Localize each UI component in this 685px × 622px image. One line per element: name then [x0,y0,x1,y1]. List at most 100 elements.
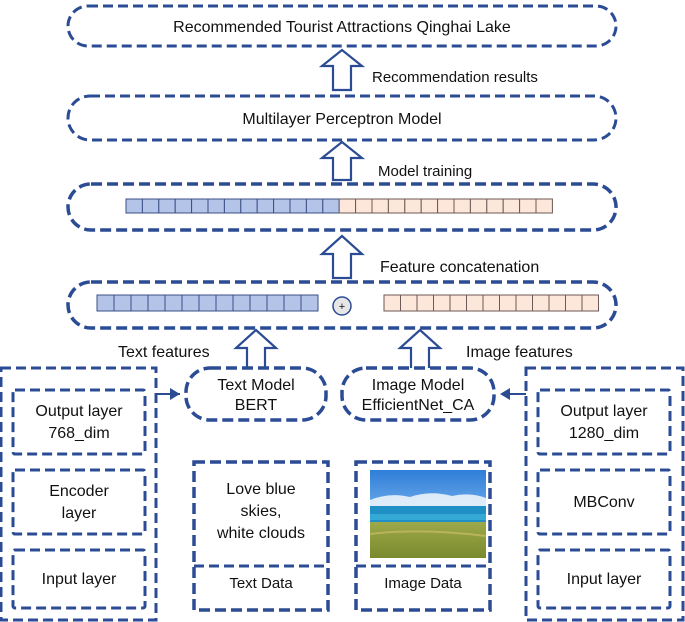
text-feature-cell [96,294,115,312]
concat-image-cell [469,198,488,214]
image-feature-cell [400,294,418,312]
bert-input-layer-label: Input layer [42,571,117,588]
concat-image-cell [535,198,553,214]
feature-fusion-box: + [66,280,618,330]
image-feature-cell [515,294,533,312]
concat-text-cell [273,198,291,214]
concat-image-cell [371,198,389,214]
feature-concatenation-arrow [319,234,365,280]
recommended-attractions-box: Recommended Tourist Attractions Qinghai … [66,4,618,48]
concat-text-cell [141,198,160,214]
concat-image-cell [387,198,406,214]
qinghai-lake-photo [369,470,487,558]
concat-image-cell [519,198,537,214]
concat-image-cell [502,198,521,214]
text-feature-cell [249,294,268,312]
image-features-label: Image features [466,344,573,361]
text-model-title: Text Model [217,377,294,394]
image-features-arrow [397,328,443,372]
effnet-output-layer-dim: 1280_dim [569,425,639,442]
concat-text-cell [322,198,340,214]
effnet-input-layer-label: Input layer [567,571,642,588]
concat-text-cell [305,198,324,214]
bert-encoder-layer [11,468,147,536]
text-feature-cell [130,294,149,312]
concat-operator-symbol: + [339,301,345,313]
model-training-arrow [318,140,366,182]
bert-encoder-layer-sub: layer [62,505,97,522]
effnet-output-arrowhead [500,388,510,400]
effnet-input-layer [536,548,672,610]
image-feature-cell [482,294,500,312]
text-model-name: BERT [235,397,278,414]
concat-operator-circle [332,296,352,316]
concat-image-cell [437,198,455,214]
bert-layer-stack: Output layer 768_dim Encoder layer Input… [0,366,180,622]
image-feature-cell [581,294,599,312]
image-feature-cell [466,294,484,312]
image-model-name: EfficientNet_CA [362,397,475,414]
recommendation-arrow [318,48,366,92]
bert-encoder-layer-title: Encoder [49,483,109,500]
effnet-output-layer [536,388,672,456]
text-feature-cell [181,294,200,312]
image-data-box: Image Data [354,460,492,612]
feature-concatenation-label: Feature concatenation [380,259,539,276]
effnet-mbconv-layer [536,468,672,536]
text-data-line-2: skies, [241,503,282,520]
text-feature-cell [283,294,302,312]
image-feature-cell [548,294,566,312]
image-feature-cell [449,294,467,312]
effnet-mbconv-label: MBConv [573,494,634,511]
text-data-line-3: white clouds [216,525,305,542]
text-feature-cell [266,294,285,312]
text-feature-cell [113,294,132,312]
image-data-label: Image Data [384,575,462,592]
mlp-model-box: Multilayer Perceptron Model [66,94,618,142]
concat-text-cell [207,198,225,214]
concat-text-cell [125,198,143,214]
effnet-output-layer-title: Output layer [560,403,648,420]
image-model-title: Image Model [372,377,465,394]
text-data-line-1: Love blue [226,481,295,498]
text-features-arrow [233,328,279,372]
image-feature-vector [383,294,599,312]
concatenated-vector-box [66,182,618,232]
recommendation-results-label: Recommendation results [372,69,538,86]
image-model-box: Image Model EfficientNet_CA [340,366,496,422]
text-feature-vector [96,294,319,312]
concat-image-cell [453,198,471,214]
image-feature-cell [565,294,583,312]
concat-image-cell [338,198,357,214]
text-feature-cell [198,294,217,312]
concat-image-cell [486,198,504,214]
text-feature-cell [147,294,166,312]
concat-text-cell [158,198,176,214]
model-training-label: Model training [378,163,472,180]
image-feature-cell [383,294,401,312]
concat-image-cell [420,198,439,214]
text-feature-cell [164,294,183,312]
text-feature-cell [215,294,234,312]
concat-text-cell [223,198,242,214]
bert-output-layer [11,388,147,456]
bert-output-layer-title: Output layer [35,403,123,420]
text-feature-cell [300,294,319,312]
text-data-label: Text Data [229,575,293,592]
concat-text-cell [240,198,258,214]
concat-text-cell [174,198,193,214]
concat-text-cell [256,198,275,214]
concat-text-cell [191,198,209,214]
text-model-box: Text Model BERT [184,366,328,422]
text-feature-cell [232,294,251,312]
image-feature-cell [532,294,550,312]
bert-output-layer-dim: 768_dim [48,425,109,442]
image-feature-cell [499,294,517,312]
concat-text-cell [289,198,307,214]
text-features-label: Text features [118,344,210,361]
image-feature-cell [433,294,451,312]
mlp-model-label: Multilayer Perceptron Model [242,111,441,128]
efficientnet-layer-stack: Output layer 1280_dim MBConv Input layer [500,366,685,622]
bert-input-layer [11,548,147,610]
